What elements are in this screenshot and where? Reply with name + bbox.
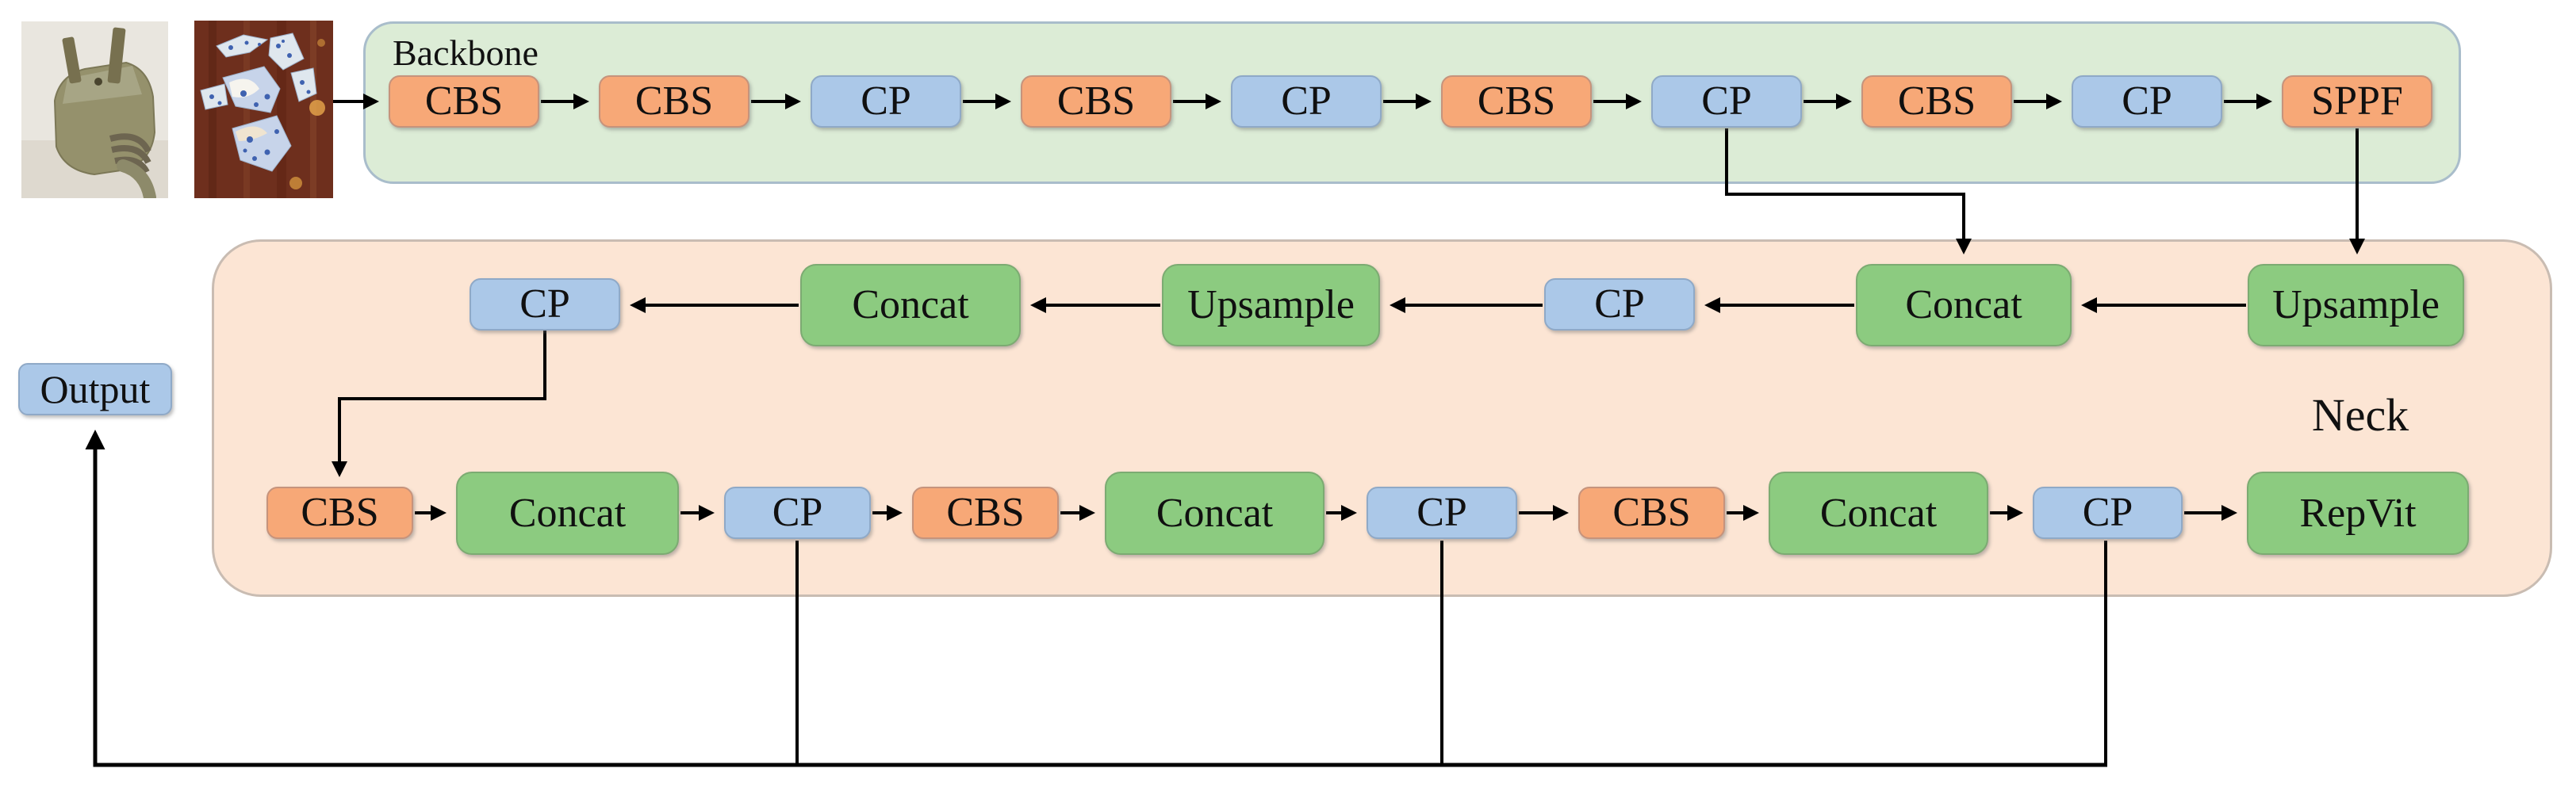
neck-row1-node-3-upsample: Upsample bbox=[1162, 264, 1380, 346]
backbone-node-3-cp: CP bbox=[811, 75, 961, 128]
backbone-section-label: Backbone bbox=[393, 32, 539, 73]
plug-top-face bbox=[63, 66, 142, 104]
blue-pattern-speckles bbox=[209, 40, 311, 161]
plug-cable bbox=[117, 159, 156, 198]
backbone-node-5-cp: CP bbox=[1231, 75, 1382, 128]
backbone-node-10-sppf: SPPF bbox=[2282, 75, 2432, 128]
light-glint bbox=[309, 100, 325, 116]
neck-row2-node-1-cbs: CBS bbox=[266, 487, 413, 539]
backbone-cp-skip-to-concat bbox=[1725, 128, 1972, 254]
output-route-line bbox=[85, 430, 2107, 767]
broken-plug-photo bbox=[21, 21, 168, 198]
backbone-node-8-cbs: CBS bbox=[1861, 75, 2012, 128]
neck-row2-node-9-cp: CP bbox=[2033, 487, 2183, 539]
neck-row1-node-4-cp: CP bbox=[1544, 278, 1695, 331]
neck-row2-node-3-cp: CP bbox=[724, 487, 871, 539]
neck-row2-node-5-concat: Concat bbox=[1105, 472, 1324, 555]
neck-row2-node-6-cp: CP bbox=[1367, 487, 1517, 539]
neck-row2-node-8-concat: Concat bbox=[1769, 472, 1988, 555]
broken-porcelain-photo bbox=[194, 21, 333, 198]
output-node: Output bbox=[18, 363, 172, 415]
neck-section-label: Neck bbox=[2311, 389, 2409, 441]
neck-row2-node-7-cbs: CBS bbox=[1578, 487, 1725, 539]
neck-row2-node-4-cbs: CBS bbox=[912, 487, 1059, 539]
plug-prong-right bbox=[107, 27, 126, 84]
plug-prong-left bbox=[62, 36, 82, 84]
neck-row1-node-1-cp: CP bbox=[470, 278, 620, 331]
neck-row1-node-5-concat: Concat bbox=[1856, 264, 2072, 346]
backbone-node-1-cbs: CBS bbox=[389, 75, 539, 128]
neck-row2-node-2-concat: Concat bbox=[456, 472, 679, 555]
shard-white-crescent bbox=[229, 78, 259, 97]
neck-row2-node-10-repvit: RepVit bbox=[2247, 472, 2469, 555]
backbone-node-9-cp: CP bbox=[2072, 75, 2222, 128]
backbone-node-2-cbs: CBS bbox=[599, 75, 749, 128]
neck-row1-node-2-concat: Concat bbox=[800, 264, 1021, 346]
backbone-node-7-cp: CP bbox=[1651, 75, 1802, 128]
cable-ring bbox=[109, 133, 151, 153]
row1-cp-to-row2-cbs bbox=[332, 331, 546, 477]
neck-row1-node-6-upsample: Upsample bbox=[2248, 264, 2464, 346]
backbone-node-4-cbs: CBS bbox=[1021, 75, 1171, 128]
backbone-node-6-cbs: CBS bbox=[1441, 75, 1592, 128]
